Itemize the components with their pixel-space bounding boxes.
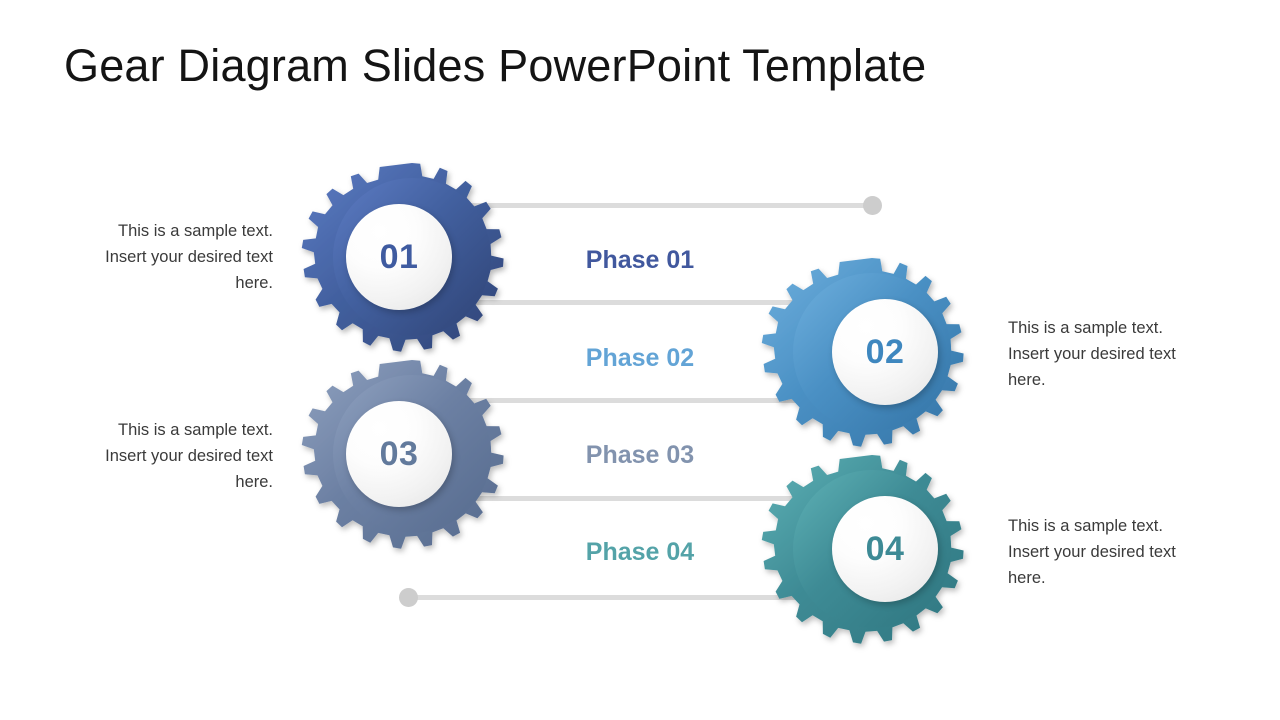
- phase-label-03: Phase 03: [585, 441, 695, 469]
- gear-01[interactable]: 01: [301, 163, 506, 352]
- gear-02-number: 02: [865, 333, 905, 371]
- phase-label-02: Phase 02: [585, 344, 695, 372]
- gear-03[interactable]: 03: [301, 360, 506, 549]
- gear-01-hub: 01: [346, 204, 452, 310]
- connector-line-top: [430, 203, 878, 208]
- gear-04-number: 04: [865, 530, 905, 568]
- phase-label-01: Phase 01: [585, 246, 695, 274]
- gear-04[interactable]: 04: [761, 455, 966, 644]
- connector-line-third: [430, 398, 880, 403]
- description-01: This is a sample text. Insert your desir…: [105, 222, 273, 292]
- page-title: Gear Diagram Slides PowerPoint Template: [64, 40, 927, 91]
- description-03: This is a sample text. Insert your desir…: [105, 421, 273, 491]
- gear-01-number: 01: [379, 238, 419, 276]
- gear-03-hub: 03: [346, 401, 452, 507]
- gear-02[interactable]: 02: [761, 258, 966, 447]
- phase-label-04: Phase 04: [585, 538, 695, 566]
- connector-dot-top-right: [863, 196, 882, 215]
- gear-03-number: 03: [379, 435, 419, 473]
- gear-04-hub: 04: [832, 496, 938, 602]
- description-04: This is a sample text. Insert your desir…: [1008, 517, 1176, 587]
- connector-line-bottom: [408, 595, 880, 600]
- description-02: This is a sample text. Insert your desir…: [1008, 319, 1176, 389]
- gear-02-hub: 02: [832, 299, 938, 405]
- connector-line-second: [430, 300, 880, 305]
- connector-line-fourth: [430, 496, 880, 501]
- connector-dot-bottom-left: [399, 588, 418, 607]
